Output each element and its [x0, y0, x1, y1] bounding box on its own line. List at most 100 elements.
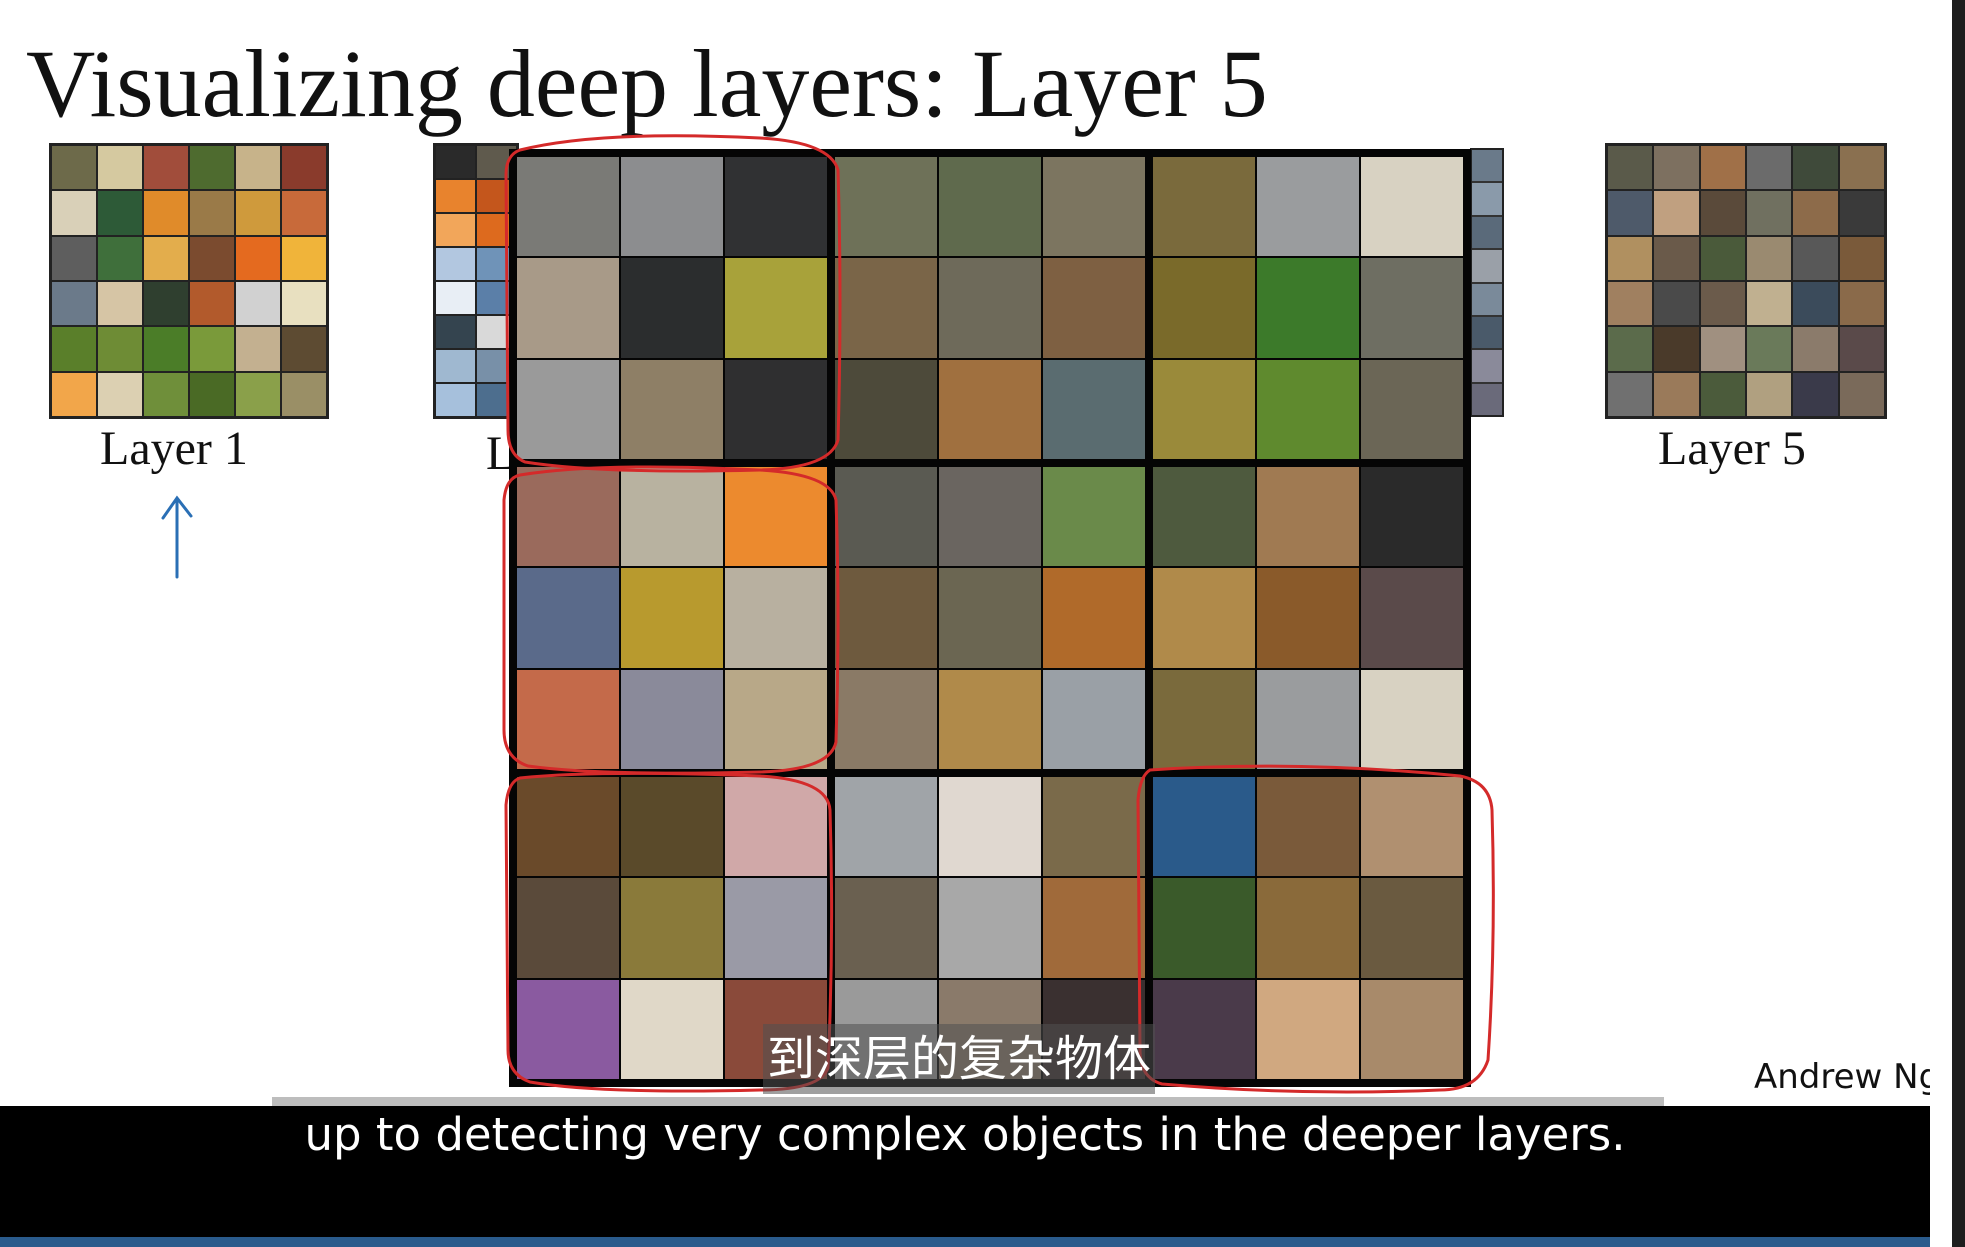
filter-cell — [1608, 191, 1653, 235]
activation-block — [517, 467, 827, 769]
image-patch — [621, 878, 723, 978]
filter-cell — [1793, 236, 1838, 280]
image-patch — [1361, 258, 1463, 358]
image-patch — [1257, 359, 1359, 459]
filter-cell — [1608, 372, 1653, 416]
activation-block — [1153, 777, 1463, 1079]
filter-cell — [236, 327, 280, 371]
activation-block — [835, 157, 1145, 459]
image-patch — [517, 878, 619, 978]
image-patch — [517, 568, 619, 668]
filter-cell — [52, 327, 96, 371]
filter-cell — [52, 146, 96, 190]
filter-cell — [144, 236, 188, 280]
activation-block — [835, 467, 1145, 769]
image-patch — [725, 568, 827, 668]
filter-cell — [1700, 146, 1745, 190]
image-patch — [1257, 777, 1359, 877]
filter-cell — [1793, 146, 1838, 190]
image-patch — [1361, 777, 1463, 877]
strip-cell — [1472, 183, 1502, 215]
filter-cell — [1608, 146, 1653, 190]
image-patch — [835, 669, 937, 769]
filter-cell — [436, 248, 475, 280]
image-patch — [939, 777, 1041, 877]
image-patch — [1043, 359, 1145, 459]
image-patch — [835, 467, 937, 567]
filter-cell — [1839, 236, 1884, 280]
image-patch — [517, 979, 619, 1079]
image-patch — [1043, 777, 1145, 877]
filter-cell — [1654, 146, 1699, 190]
filter-cell — [190, 146, 234, 190]
filter-cell — [436, 282, 475, 314]
image-patch — [1257, 979, 1359, 1079]
filter-cell — [1839, 372, 1884, 416]
image-patch — [1361, 568, 1463, 668]
filter-cell — [282, 372, 326, 416]
image-patch — [1361, 467, 1463, 567]
filter-cell — [190, 281, 234, 326]
english-subtitle: up to detecting very complex objects in … — [304, 1108, 1626, 1161]
filter-cell — [144, 146, 188, 190]
image-patch — [1043, 467, 1145, 567]
filter-cell — [436, 384, 475, 416]
filter-cell — [1839, 327, 1884, 371]
filter-cell — [1608, 236, 1653, 280]
strip-cell — [1472, 150, 1502, 182]
image-patch — [1257, 568, 1359, 668]
filter-cell — [1793, 372, 1838, 416]
image-patch — [1043, 568, 1145, 668]
image-patch — [1257, 258, 1359, 358]
filter-cell — [1839, 281, 1884, 326]
filter-cell — [190, 236, 234, 280]
filter-cell — [1746, 146, 1792, 190]
layer5-thumbnail — [1605, 143, 1887, 419]
image-patch — [1153, 568, 1255, 668]
filter-cell — [1839, 146, 1884, 190]
image-patch — [1153, 979, 1255, 1079]
image-patch — [1153, 359, 1255, 459]
filter-cell — [236, 281, 280, 326]
filter-cell — [144, 372, 188, 416]
filter-cell — [1793, 281, 1838, 326]
image-patch — [1043, 669, 1145, 769]
filter-cell — [52, 281, 96, 326]
filter-cell — [1746, 281, 1792, 326]
filter-cell — [1746, 327, 1792, 371]
filter-cell — [98, 281, 142, 326]
image-patch — [725, 777, 827, 877]
layer5-label: Layer 5 — [1658, 422, 1806, 475]
filter-cell — [1746, 236, 1792, 280]
layer2-filter-thumbnail — [433, 143, 519, 419]
filter-cell — [1746, 191, 1792, 235]
filter-cell — [98, 146, 142, 190]
filter-cell — [1839, 191, 1884, 235]
image-patch — [621, 979, 723, 1079]
window-right-edge — [1930, 0, 1965, 1247]
image-patch — [621, 777, 723, 877]
strip-cell — [1472, 250, 1502, 282]
filter-cell — [190, 327, 234, 371]
filter-cell — [98, 191, 142, 235]
filter-cell — [282, 327, 326, 371]
layer1-filter-thumbnail — [49, 143, 329, 419]
image-patch — [621, 568, 723, 668]
activation-block — [517, 157, 827, 459]
filter-cell — [282, 236, 326, 280]
image-patch — [939, 467, 1041, 567]
filter-cell — [1654, 372, 1699, 416]
strip-cell — [1472, 383, 1502, 415]
video-progress-bar[interactable] — [272, 1097, 1664, 1107]
image-patch — [939, 568, 1041, 668]
image-patch — [621, 157, 723, 257]
filter-cell — [1700, 372, 1745, 416]
image-patch — [939, 669, 1041, 769]
filter-cell — [1654, 327, 1699, 371]
image-patch — [835, 359, 937, 459]
filter-cell — [52, 191, 96, 235]
filter-cell — [1700, 236, 1745, 280]
activation-block — [1153, 157, 1463, 459]
filter-cell — [190, 372, 234, 416]
image-patch — [517, 669, 619, 769]
